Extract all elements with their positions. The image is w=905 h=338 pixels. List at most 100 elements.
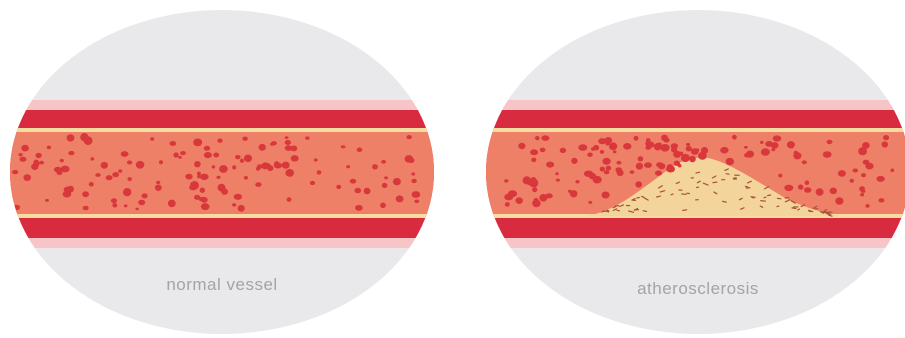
blood-cell (568, 190, 572, 193)
blood-cell (267, 165, 273, 171)
left-intima-top (0, 128, 460, 132)
plaque-deposit (726, 174, 729, 175)
blood-cell (23, 174, 31, 181)
blood-cell (357, 148, 363, 153)
blood-cell (310, 181, 315, 185)
blood-cell (242, 137, 247, 141)
blood-cell (314, 158, 318, 161)
plaque-deposit (671, 194, 673, 195)
blood-cell (384, 176, 388, 179)
blood-cell (593, 176, 602, 184)
plaque-deposit (764, 197, 766, 198)
blood-cell (556, 179, 560, 182)
blood-cell (68, 151, 74, 155)
blood-cell (518, 143, 525, 149)
blood-cell (355, 188, 362, 194)
blood-cell (571, 158, 577, 164)
blood-cell (123, 188, 131, 196)
blood-cell (532, 199, 540, 207)
blood-cell (658, 163, 665, 169)
blood-cell (156, 181, 160, 184)
plaque-deposit (768, 195, 771, 196)
blood-cell (761, 148, 770, 155)
blood-cell (771, 142, 779, 149)
blood-cell (194, 161, 201, 167)
blood-cell (593, 145, 599, 151)
blood-cell (861, 190, 865, 193)
blood-cell (587, 153, 593, 157)
blood-cell (644, 162, 652, 168)
blood-cell (671, 143, 679, 148)
plaque-deposit (713, 182, 717, 183)
blood-cell (605, 142, 610, 145)
blood-cell (213, 153, 219, 158)
plaque-deposit (777, 206, 779, 207)
plaque-deposit (723, 201, 727, 202)
blood-cell (638, 156, 644, 161)
blood-cell (90, 157, 94, 160)
blood-cell (128, 177, 132, 181)
blood-cell (204, 146, 210, 151)
blood-cell (124, 204, 128, 207)
blood-cell (112, 172, 119, 177)
blood-cell (238, 205, 245, 212)
blood-cell (235, 155, 241, 159)
blood-cell (414, 200, 419, 204)
blood-cell (827, 140, 833, 144)
blood-cell (613, 150, 617, 153)
blood-cell (285, 145, 292, 151)
blood-cell (405, 155, 414, 163)
blood-cell (121, 151, 129, 157)
blood-cell (216, 176, 220, 179)
blood-cell (516, 197, 523, 204)
blood-cell (882, 141, 888, 147)
blood-cell (876, 176, 884, 182)
blood-cell (744, 146, 748, 149)
blood-cell (285, 169, 294, 177)
blood-cell (111, 198, 117, 203)
blood-cell (726, 158, 734, 165)
blood-cell (232, 203, 236, 206)
blood-cell (865, 204, 869, 208)
blood-cell (860, 193, 864, 196)
blood-cell (393, 178, 401, 185)
blood-cell (39, 161, 44, 165)
blood-cell (602, 192, 610, 199)
blood-cell (850, 179, 854, 183)
blood-cell (407, 135, 412, 139)
blood-cell (600, 150, 604, 154)
blood-cell (794, 151, 798, 155)
blood-cell (396, 195, 404, 202)
left-intima-bottom (0, 214, 460, 218)
blood-cell (531, 158, 536, 163)
normal-vessel-caption: normal vessel (166, 275, 277, 295)
blood-cell (660, 144, 669, 152)
blood-cell (21, 145, 29, 152)
blood-cell (560, 148, 566, 153)
blood-cell (135, 208, 139, 211)
blood-cell (530, 149, 538, 155)
blood-cell (617, 170, 624, 176)
blood-cell (168, 200, 176, 208)
blood-cell (336, 185, 341, 189)
blood-cell (197, 172, 201, 176)
blood-cell (505, 202, 510, 207)
blood-cell (259, 144, 266, 151)
blood-cell (678, 164, 682, 167)
blood-cell (835, 197, 843, 205)
plaque-deposit (683, 210, 687, 211)
blood-cell (798, 184, 804, 189)
blood-cell (630, 170, 635, 174)
blood-cell (555, 172, 559, 175)
blood-cell (101, 162, 108, 169)
blood-cell (540, 148, 546, 153)
blood-cell (212, 165, 216, 168)
blood-cell (686, 146, 692, 151)
blood-cell (546, 162, 554, 168)
blood-cell (285, 140, 291, 145)
plaque-deposit (792, 208, 796, 209)
blood-cell (411, 179, 416, 183)
blood-cell (830, 188, 837, 195)
blood-cell (645, 141, 651, 147)
